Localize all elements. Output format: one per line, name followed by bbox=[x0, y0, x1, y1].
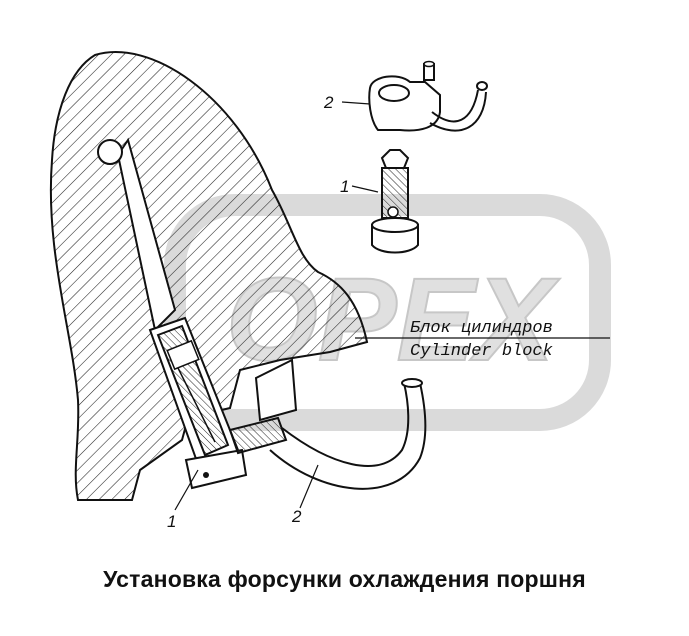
callout-section-jet: 2 bbox=[291, 507, 302, 526]
callout-exploded-bolt: 1 bbox=[340, 177, 349, 196]
block-label-ru: Блок цилиндров bbox=[410, 319, 553, 338]
section-bolt bbox=[156, 324, 248, 490]
callout-section-bolt: 1 bbox=[167, 512, 176, 531]
block-label-en: Cylinder block bbox=[410, 342, 554, 361]
callout-exploded-jet: 2 bbox=[323, 93, 334, 112]
exploded-bolt bbox=[371, 149, 419, 254]
leader-lines bbox=[174, 101, 610, 511]
diagram-caption: Установка форсунки охлаждения поршня bbox=[103, 566, 586, 592]
section-cooling-jet bbox=[228, 358, 427, 490]
exploded-cooling-jet bbox=[368, 60, 488, 132]
